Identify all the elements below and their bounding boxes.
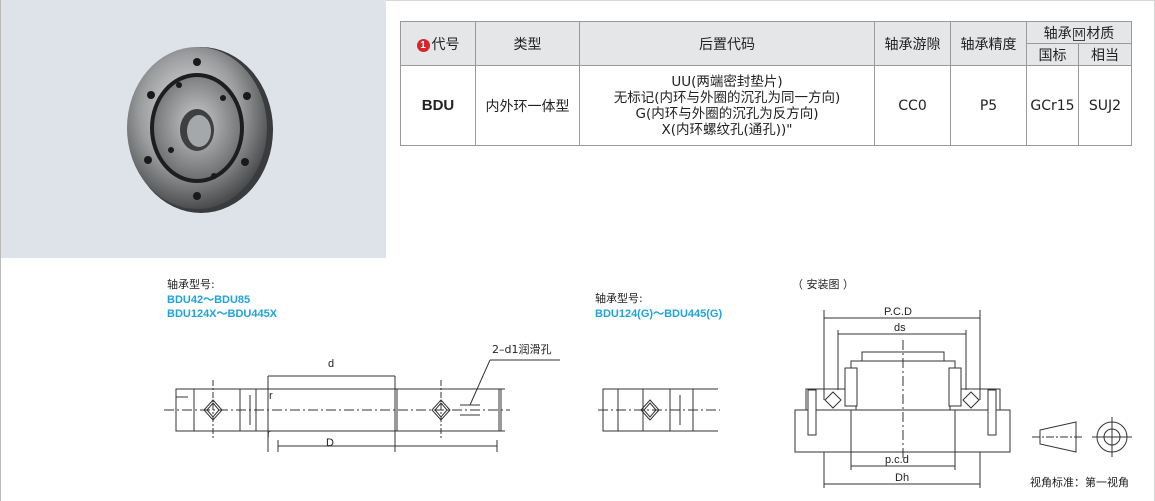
drawing1-model: BDU42～BDU85 (167, 294, 251, 306)
cell-equivalent: SUJ2 (1078, 65, 1132, 146)
dim-ds: ds (894, 322, 906, 334)
first-angle-projection-icon (1032, 417, 1132, 457)
projection-label: 视角标准：第一视角 (1030, 476, 1129, 489)
drawing1-label: 轴承型号: (167, 278, 215, 291)
header-postfix: 后置代码 (579, 21, 875, 66)
drawing2-model: BDU124(G)～BDU445(G) (595, 308, 723, 320)
dim-r-lower: r (267, 428, 271, 440)
cell-standard: GCr15 (1026, 65, 1079, 146)
postfix-line: X(内环螺纹孔(通孔))" (661, 121, 793, 138)
cell-clearance: CC0 (874, 65, 951, 146)
material-mark-icon: M (1072, 27, 1086, 41)
header-standard: 国标 (1026, 43, 1079, 66)
postfix-line: 无标记(内环与外圈的沉孔为同一方向) (613, 89, 841, 106)
postfix-line: UU(两端密封垫片) (671, 73, 783, 90)
drawing1-model: BDU124X～BDU445X (167, 308, 278, 320)
dim-pcd-lower: p.c.d (885, 454, 909, 466)
product-photo (1, 0, 386, 258)
header-type: 类型 (475, 21, 580, 66)
bearing-photo-icon (127, 47, 273, 213)
header-clearance: 轴承游隙 (874, 21, 951, 66)
dim-B: B (487, 404, 500, 412)
dim-pcd-upper: P.C.D (884, 306, 912, 318)
cell-code: BDU (400, 65, 476, 146)
bearing-section-drawing-2 (598, 388, 720, 432)
table-row: BDU 内外环一体型 UU(两端密封垫片) 无标记(内环与外圈的沉孔为同一方向)… (400, 65, 1132, 146)
install-title: （ 安装图 ） (792, 278, 854, 291)
bearing-section-drawing-1 (164, 359, 560, 452)
cell-type: 内外环一体型 (475, 65, 580, 146)
dim-dh: Dh (895, 472, 910, 484)
dim-D: D (326, 437, 334, 449)
cell-precision: P5 (950, 65, 1027, 146)
header-equivalent: 相当 (1078, 43, 1132, 66)
dim-r-upper: r (269, 390, 273, 402)
cell-postfix: UU(两端密封垫片) 无标记(内环与外圈的沉孔为同一方向) G(内环与外圈的沉孔… (579, 65, 875, 146)
header-precision: 轴承精度 (950, 21, 1027, 66)
postfix-line: G(内环与外圈的沉孔为反方向) (635, 105, 819, 122)
drawing2-label: 轴承型号: (595, 292, 643, 305)
lubrication-hole-note: 2–d1润滑孔 (492, 343, 552, 356)
code-marker-icon: 1 (416, 38, 430, 52)
dim-d: d (328, 358, 335, 370)
